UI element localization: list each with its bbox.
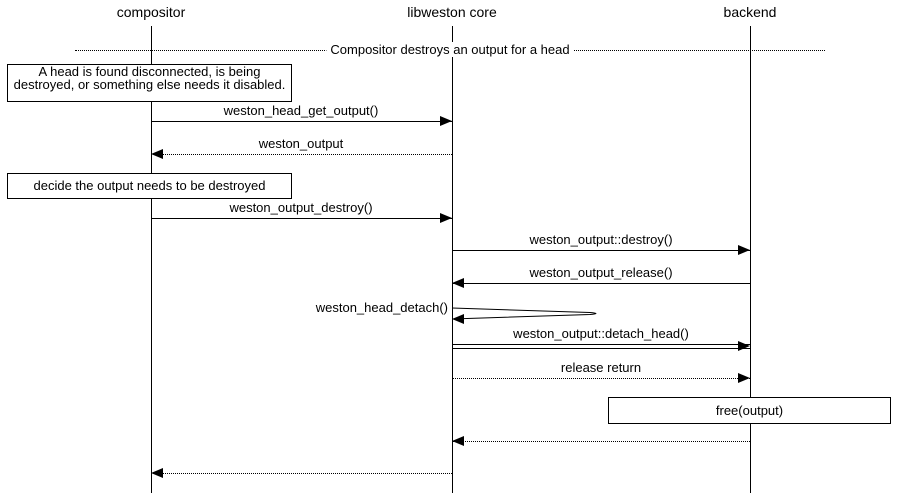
arrowhead-left-icon bbox=[452, 436, 464, 446]
message-label: weston_head_detach() bbox=[315, 300, 448, 315]
message-label: weston_head_get_output() bbox=[223, 103, 379, 118]
arrowhead-left-icon bbox=[151, 468, 163, 478]
arrowhead-right-icon bbox=[440, 213, 452, 223]
arrowhead-right-icon bbox=[738, 245, 750, 255]
arrowhead-right-icon bbox=[738, 373, 750, 383]
lifeline-compositor bbox=[151, 26, 152, 493]
arrowhead-left-icon bbox=[452, 314, 464, 324]
arrowhead-left-icon bbox=[452, 278, 464, 288]
actor-label-libweston-core: libweston core bbox=[407, 4, 497, 20]
message-label: weston_output_destroy() bbox=[229, 200, 373, 215]
arrowhead-left-icon bbox=[151, 149, 163, 159]
message-line-lower bbox=[452, 348, 750, 349]
note-decide-destroy: decide the output needs to be destroyed bbox=[7, 173, 292, 199]
divider-label: Compositor destroys an output for a head bbox=[326, 42, 574, 57]
lifeline-libweston-core bbox=[452, 26, 453, 493]
message-line bbox=[151, 154, 452, 155]
message-label: weston_output::destroy() bbox=[529, 232, 673, 247]
message-line bbox=[151, 121, 452, 122]
actor-label-compositor: compositor bbox=[116, 4, 186, 20]
message-line-upper bbox=[452, 344, 750, 345]
message-line bbox=[151, 473, 452, 474]
message-line bbox=[452, 283, 750, 284]
arrowhead-right-icon bbox=[440, 116, 452, 126]
arrowhead-right-icon bbox=[738, 341, 750, 351]
note-head-disconnected: A head is found disconnected, is being d… bbox=[7, 64, 292, 102]
message-line bbox=[452, 441, 750, 442]
message-label: weston_output::detach_head() bbox=[513, 326, 689, 341]
message-label: release return bbox=[560, 360, 642, 375]
message-line bbox=[452, 378, 750, 379]
lifeline-backend bbox=[750, 26, 751, 493]
action-box-free-output: free(output) bbox=[608, 397, 891, 424]
message-line bbox=[452, 250, 750, 251]
message-label: weston_output_release() bbox=[529, 265, 673, 280]
message-label: weston_output bbox=[258, 136, 344, 151]
message-line bbox=[151, 218, 452, 219]
actor-label-backend: backend bbox=[723, 4, 777, 20]
self-call-loop bbox=[451, 307, 597, 320]
